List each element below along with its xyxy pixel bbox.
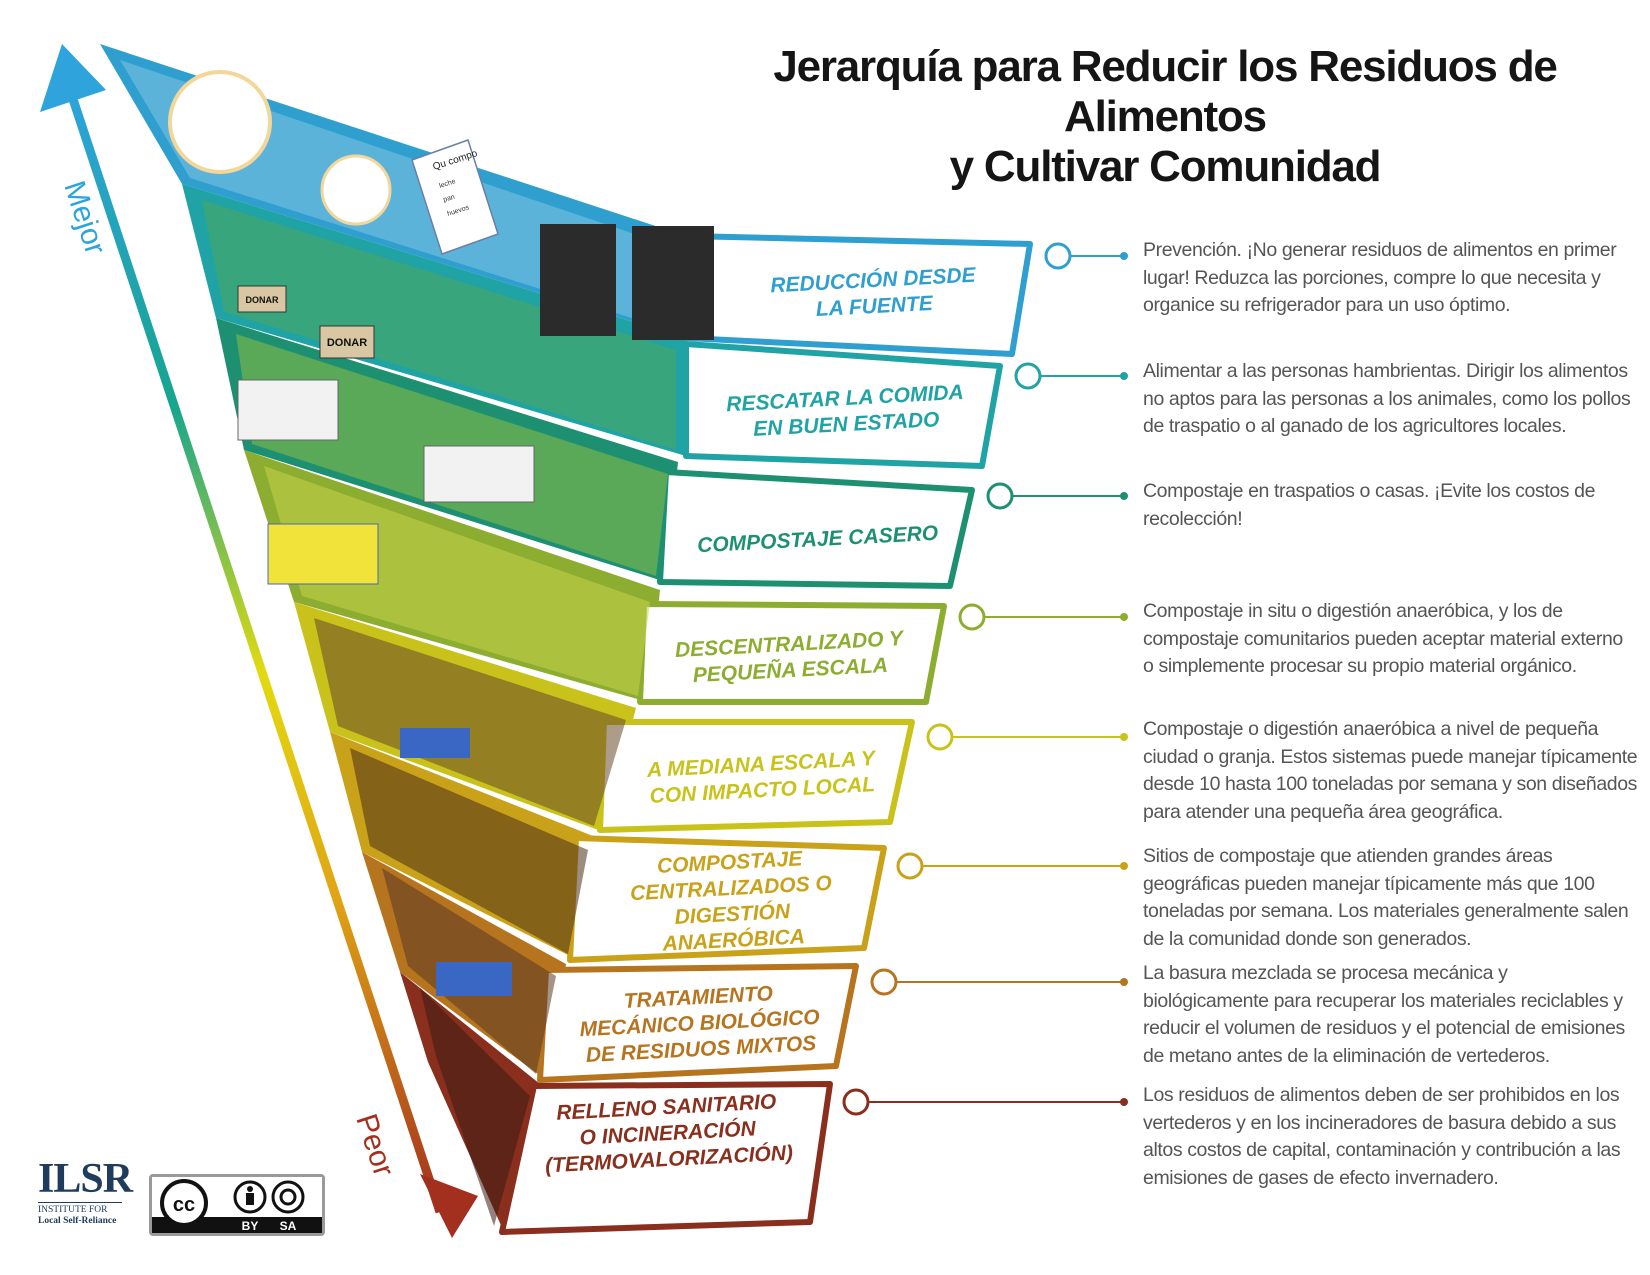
shopping-list: Qu compo leche pan huevos [411,139,499,255]
building-icon [267,523,379,585]
tier-2-connector-dot [1120,372,1128,380]
list-item-1: leche [438,178,456,190]
tier-3-connector-dot [1120,492,1128,500]
cc-by-label: BY [242,1219,259,1233]
small-plate-icon [320,154,392,226]
house-2-icon [423,445,535,503]
tier-7-connector-ring [870,968,898,996]
tier-8-label: RELLENO SANITARIOO INCINERACIÓN(TERMOVAL… [542,1090,794,1178]
plate-icon [168,70,272,174]
attribution-icon [233,1180,267,1214]
share-alike-icon [271,1180,305,1214]
tier-2-description: Alimentar a las personas hambrientas. Di… [1143,360,1631,437]
ilsr-logo-mark: ILSR [38,1156,133,1202]
tier-7-connector-dot [1120,978,1128,986]
tier-6-scene [350,748,588,954]
tier-illustrations [120,60,714,1226]
tier-1-description: Prevención. ¡No generar residuos de alim… [1143,239,1617,316]
tier-2-scene [202,200,676,450]
tier-8-connector-ring [842,1088,870,1116]
tier-8-connector-dot [1120,1098,1128,1106]
cc-sa-label: SA [280,1219,297,1233]
tier-5-connector-dot [1120,733,1128,741]
tier-8-scene [420,988,530,1226]
cc-icon: cc [160,1179,208,1227]
house-icon [237,379,339,441]
tier-2-connector-ring [1014,362,1042,390]
tier-5-description: Compostaje o digestión anaeróbica a nive… [1143,718,1638,823]
title-line-2: y Cultivar Comunidad [949,142,1382,191]
arrow-head-down [420,1174,478,1238]
tier-4-connector-ring [958,603,986,631]
ilsr-logo-line-2: Local Self-Reliance [38,1216,117,1226]
svg-text:cc: cc [173,1194,195,1216]
svg-text:DONAR: DONAR [327,337,367,349]
donate-box-1: DONAR [237,285,287,313]
tier-4-description: Compostaje in situ o digestión anaeróbic… [1143,600,1623,677]
tier-3-description: Compostaje en traspatios o casas. ¡Evite… [1143,480,1596,530]
tier-1-connector-ring [1044,242,1072,270]
cc-license-badge: cc BY SA [149,1174,325,1236]
title-line-1: Jerarquía para Reducir los Residuos de A… [773,42,1558,141]
worse-label: Peor [349,1110,400,1180]
tier-7-description: La basura mezclada se procesa mecánica y… [1143,962,1625,1067]
tier-8-description: Los residuos de alimentos deben de ser p… [1143,1084,1621,1189]
tier-4-connector-dot [1120,613,1128,621]
tier-3-connector-ring [986,482,1014,510]
donate-box-2: DONAR [319,325,375,359]
tier-5-scene [314,618,626,826]
factory-icon [436,962,512,996]
tier-6-connector-ring [896,852,924,880]
tier-1-connector-dot [1120,252,1128,260]
tier-6-connector-dot [1120,862,1128,870]
tractor-icon [400,728,470,758]
tier-5-connector-ring [926,723,954,751]
connectors [842,242,1128,1116]
svg-text:DONAR: DONAR [246,295,279,305]
fridge-2-icon [632,226,714,340]
tier-8-panel [499,1081,833,1235]
better-worse-arrow [40,44,478,1238]
list-item-2: pan [442,194,455,204]
ilsr-logo-line-1: INSTITUTE FOR [38,1205,108,1215]
tier-3-panel [657,469,975,589]
ilsr-logo: ILSR INSTITUTE FOR Local Self-Reliance [38,1156,133,1227]
tier-2-panel [683,341,1003,469]
fridge-icon [540,224,616,336]
arrow-head-up [40,44,106,112]
page-title: Jerarquía para Reducir los Residuos de A… [700,42,1630,192]
tier-6-description: Sitios de compostaje que atienden grande… [1143,845,1629,950]
